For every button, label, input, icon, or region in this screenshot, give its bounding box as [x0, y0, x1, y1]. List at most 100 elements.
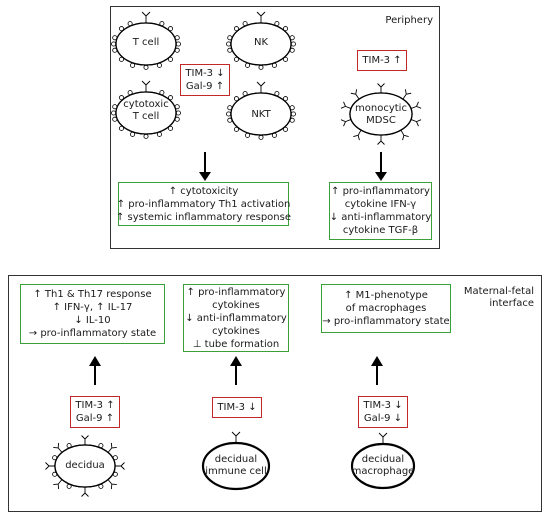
cytotoxic-tcell-receptor: [118, 95, 124, 101]
mdsc-receptor: [402, 89, 412, 100]
effect-line: ↑ systemic inflammatory response: [116, 211, 291, 223]
arrowhead-macro: [371, 356, 383, 366]
mdsc-receptor: [340, 119, 352, 127]
nkt-label: NKT: [251, 109, 271, 120]
effect-line: of macrophages: [345, 303, 427, 314]
periphery-title: Periphery: [385, 15, 433, 26]
marker-line: Gal-9 ↓: [363, 413, 403, 424]
effect-line: ↑ pro-inflammatory Th1 activation: [116, 198, 291, 210]
macro-label-line2: macrophage: [351, 466, 415, 477]
mdsc-receptor: [400, 129, 409, 141]
decidua-receptor: [115, 462, 125, 470]
cytotoxic-tcell-outline: [115, 91, 177, 135]
decidua-receptor: [45, 462, 55, 470]
effect-line: ↑ IFN-γ, ↑ IL-17: [52, 302, 133, 313]
mdsc-label-line2: MDSC: [366, 115, 396, 126]
marker-line: TIM-3 ↓: [185, 68, 225, 79]
nkt-receptor: [226, 111, 232, 117]
nk-receptor: [226, 41, 232, 47]
decidual-macrophage-label: decidual macrophage: [352, 454, 415, 478]
tcell-label: T cell: [132, 37, 160, 48]
tcell-receptor: [141, 11, 151, 23]
decidua-markers-box: TIM-3 ↑ Gal-9 ↑: [70, 396, 120, 428]
mdsc-effects-box: ↑ pro-inflammatory cytokine IFN-γ ↓ anti…: [329, 182, 432, 240]
maternal-fetal-title-line1: Maternal-fetal: [463, 286, 534, 297]
nkt-receptor: [283, 96, 289, 102]
decidua-receptor: [81, 487, 89, 497]
marker-line: Gal-9 ↑: [75, 413, 115, 424]
effect-line: cytokine IFN-γ: [344, 199, 417, 210]
nkt-receptor: [256, 81, 266, 93]
mdsc-marker-box: TIM-3 ↑: [357, 50, 407, 71]
marker-line: Gal-9 ↑: [185, 81, 225, 92]
immune-effects-box: ↑ pro-inflammatory cytokines ↓ anti-infl…: [183, 284, 289, 352]
nk-receptor: [256, 11, 266, 23]
tcell-receptor: [118, 26, 124, 32]
decidua-outline: [54, 444, 116, 488]
mdsc-receptor: [377, 135, 385, 145]
marker-line: TIM-3 ↓: [363, 400, 403, 411]
mdsc-receptor: [410, 101, 422, 109]
macrophage-receptor: [378, 432, 388, 444]
mdsc-label-line1: monocytic: [355, 103, 407, 114]
tcell-receptor: [118, 56, 124, 62]
nk-receptor: [233, 56, 239, 62]
tcell-receptor: [143, 64, 149, 70]
maternal-fetal-title-line2: interface: [489, 298, 534, 309]
decidua-effects-box: ↑ Th1 & Th17 response ↑ IFN-γ, ↑ IL-17 ↓…: [20, 284, 165, 344]
effect-line: ↑ M1-phenotype: [344, 290, 428, 301]
lymphocyte-markers-box: TIM-3 ↓ Gal-9 ↑: [180, 64, 230, 96]
decidua-receptor: [107, 479, 117, 490]
decidua-receptor: [53, 442, 63, 453]
cytotoxic-tcell-receptor: [175, 110, 181, 116]
mdsc-receptor: [353, 129, 362, 141]
nkt-receptor: [233, 96, 239, 102]
maternal-fetal-panel: [8, 275, 542, 512]
cytotoxic-tcell-receptor: [168, 125, 174, 131]
effect-line: ↑ pro-inflammatory: [331, 186, 430, 197]
mdsc-label: monocytic MDSC: [355, 103, 407, 127]
decidua-receptor: [107, 442, 117, 453]
nk-receptor: [258, 64, 264, 70]
nk-label: NK: [253, 37, 269, 48]
effect-line: ↓ IL-10: [74, 315, 111, 326]
tcell-receptor: [111, 41, 117, 47]
effect-line: ⊥ tube formation: [192, 338, 280, 350]
decidual-immune-cell-label: decidual immune cell: [205, 454, 266, 478]
tcell-receptor: [168, 26, 174, 32]
marker-line: TIM-3 ↓: [217, 402, 257, 413]
effect-line: ↑ cytotoxicity: [168, 185, 239, 197]
nkt-outline: [230, 92, 292, 136]
immune-marker-box: TIM-3 ↓: [212, 397, 262, 418]
cytotoxic-tcell-receptor: [141, 80, 151, 92]
arrowhead-immune: [230, 356, 242, 366]
mdsc-receptor: [410, 119, 422, 127]
cytotoxic-tcell-receptor: [143, 133, 149, 139]
tcell-outline: [115, 22, 177, 66]
nk-receptor: [233, 26, 239, 32]
nk-receptor: [290, 41, 296, 47]
cytotoxic-tcell-label: cytotoxic T cell: [123, 99, 168, 123]
nk-receptor: [283, 26, 289, 32]
effect-line: ↑ pro-inflammatory: [186, 286, 286, 298]
mdsc-receptor: [350, 89, 360, 100]
arrowhead-decidua: [89, 356, 101, 366]
effect-line: cytokines: [212, 299, 260, 311]
effect-line: → pro-inflammatory state: [322, 316, 450, 327]
tcell-receptor: [175, 41, 181, 47]
nk-outline: [230, 22, 292, 66]
effect-line: ↑ Th1 & Th17 response: [33, 289, 152, 300]
mdsc-receptor: [340, 101, 352, 109]
immune-label-line2: immune cell: [205, 466, 267, 477]
tcell-receptor: [168, 56, 174, 62]
cytotoxic-tcell-receptor: [118, 125, 124, 131]
macro-label-line1: decidual: [361, 454, 405, 465]
mdsc-outline: [349, 92, 413, 136]
macro-markers-box: TIM-3 ↓ Gal-9 ↓: [358, 396, 408, 428]
maternal-fetal-title: Maternal-fetal interface: [464, 286, 534, 310]
nkt-receptor: [290, 111, 296, 117]
nkt-receptor: [233, 126, 239, 132]
decidua-label: decidua: [65, 460, 105, 471]
effect-line: ↓ anti-inflammatory: [329, 212, 432, 223]
